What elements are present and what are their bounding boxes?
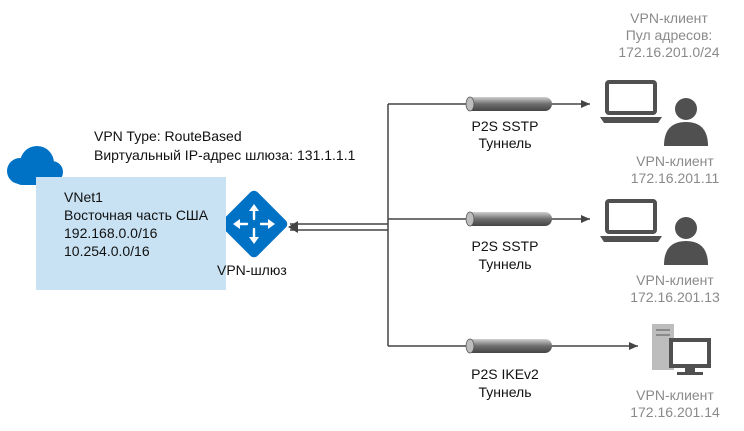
tunnel-pipe-2 [465, 211, 552, 227]
laptop-icon [600, 199, 662, 242]
user-icon [664, 217, 708, 265]
client-ip: 172.16.201.14 [630, 404, 720, 420]
gateway-arrowhead [288, 221, 298, 233]
tunnel-pipe-1 [465, 96, 552, 112]
vpn-type-label: VPN Type: RouteBased [94, 128, 242, 144]
client-ip: 172.16.201.13 [630, 289, 720, 305]
tunnel-type-label: Туннель [478, 135, 532, 151]
client-label: VPN-клиент [636, 153, 714, 169]
tunnel-protocol-label: P2S SSTP [471, 238, 539, 254]
gateway-router-icon [220, 190, 288, 258]
vnet-address-space: 192.168.0.0/16 [64, 225, 158, 241]
vnet-region: Восточная часть США [64, 207, 209, 223]
tunnel-type-label: Туннель [478, 384, 532, 400]
gateway-label: VPN-шлюз [217, 262, 287, 278]
address-pool-client-label: VPN-клиент [630, 10, 708, 26]
desktop-computer-icon [652, 324, 711, 375]
client-ip: 172.16.201.11 [630, 170, 720, 186]
cloud-icon [7, 146, 63, 185]
user-icon [664, 98, 708, 146]
vnet-box [36, 177, 226, 290]
tunnel-type-label: Туннель [478, 256, 532, 272]
vnet-address-space: 10.254.0.0/16 [64, 243, 150, 259]
gateway-virtual-ip-label: Виртуальный IP-адрес шлюза: 131.1.1.1 [94, 147, 356, 163]
address-pool-range: 172.16.201.0/24 [618, 44, 720, 60]
address-pool-title: Пул адресов: [625, 27, 713, 43]
client-label: VPN-клиент [636, 272, 714, 288]
tunnel-pipe-3 [465, 338, 552, 354]
tunnel-protocol-label: P2S IKEv2 [471, 366, 539, 382]
laptop-icon [600, 80, 662, 123]
tunnel-protocol-label: P2S SSTP [471, 118, 539, 134]
client-label: VPN-клиент [636, 387, 714, 403]
vnet-name: VNet1 [64, 189, 103, 205]
